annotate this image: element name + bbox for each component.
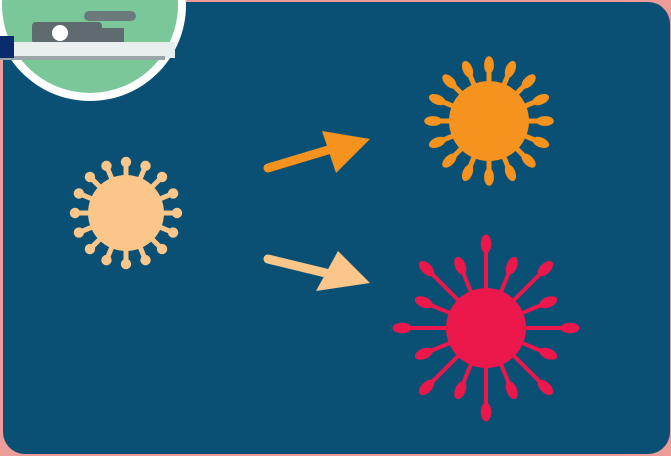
arrow-right-up-icon <box>268 131 370 173</box>
original-virus-icon <box>70 157 182 269</box>
lab-device-icon <box>0 0 186 101</box>
arrow-right-down-icon <box>268 251 370 291</box>
variant-virus-red-icon <box>393 235 580 422</box>
variant-virus-orange-icon <box>424 56 554 186</box>
